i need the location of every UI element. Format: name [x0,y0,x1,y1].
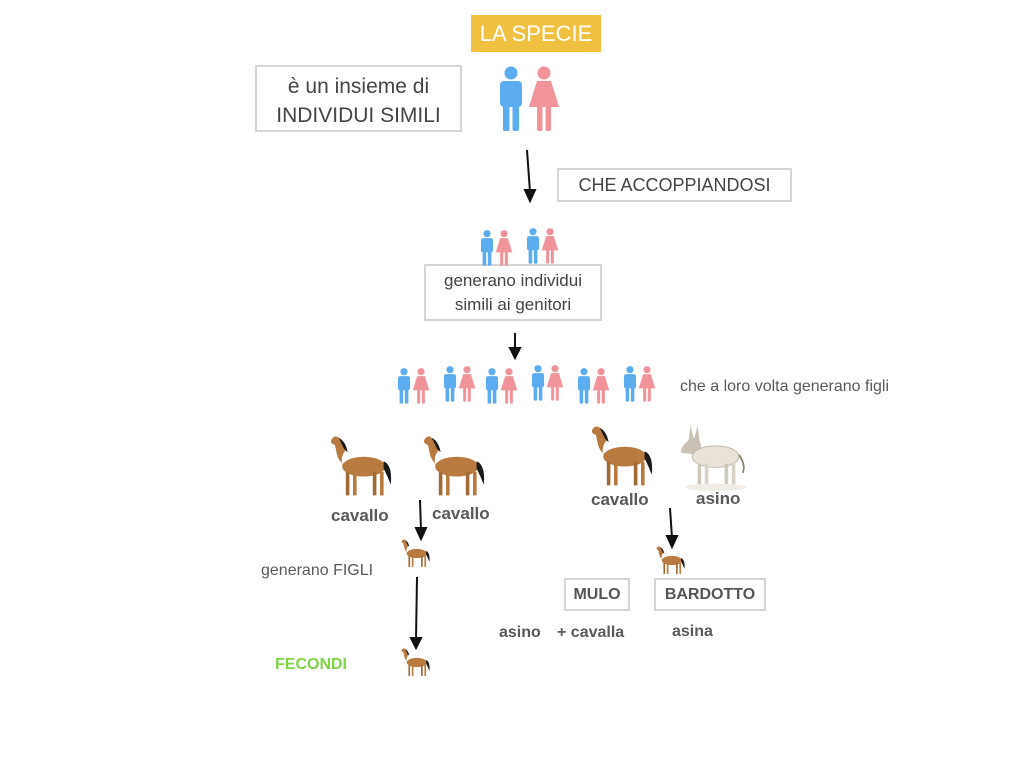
donkey-icon [680,425,748,492]
family-icons-gen2 [480,228,559,266]
hinny-cross: asina [672,623,713,640]
left-parent1-label: cavallo [331,506,389,525]
arrows [409,149,679,651]
left-parent2-label: cavallo [432,504,490,523]
generations-note: che a loro volta generano figli [680,378,890,395]
definition-line1: è un insieme di [287,75,430,98]
offspring-box: generano individui simili ai genitori [424,264,602,321]
mule-cross-a: asino [499,624,541,641]
foal-icon [401,648,430,676]
offspring-line1: generano individui [444,271,582,290]
family-icons-gen3 [397,365,656,404]
fertile-label: FECONDI [275,656,347,673]
children-label: generano FIGLI [261,562,374,579]
definition-line2: INDIVIDUI SIMILI [276,104,441,127]
mating-box: CHE ACCOPPIANDOSI [557,168,792,202]
horse-icon [591,426,653,486]
hinny-box: BARDOTTO [654,578,766,611]
right-parent2-label: asino [696,489,741,508]
horse-icon [423,436,485,496]
mule-cross-b: + cavalla [557,624,625,641]
mule-box: MULO [564,578,630,611]
definition-box: è un insieme di INDIVIDUI SIMILI [255,65,462,132]
hybrid-icon [656,546,685,574]
offspring-line2: simili ai genitori [454,295,572,314]
page-title: LA SPECIE [471,15,601,52]
female-icon [529,66,559,131]
foal-icon [401,539,430,567]
male-icon [500,66,522,131]
right-parent1-label: cavallo [591,490,649,509]
horse-icon [330,436,392,496]
